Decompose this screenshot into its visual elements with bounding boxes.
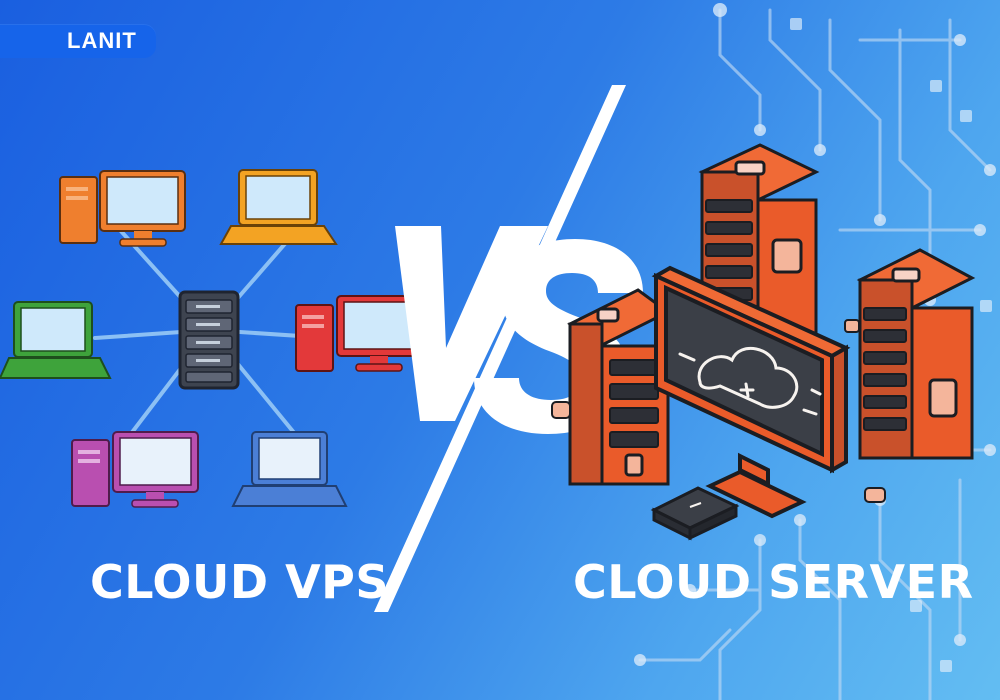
laptop-icon (0, 301, 112, 379)
brand-tab (0, 24, 156, 58)
server-stack-icon (178, 290, 240, 390)
laptop-icon (231, 431, 348, 507)
cloud-vps-title: CLOUD VPS (90, 555, 390, 609)
brand-logo: LANIT (67, 28, 137, 53)
laptop-icon (219, 169, 338, 245)
cloud-server-title: CLOUD SERVER (573, 555, 974, 609)
desktop-computer-icon (59, 170, 186, 247)
desktop-computer-icon (71, 431, 199, 508)
